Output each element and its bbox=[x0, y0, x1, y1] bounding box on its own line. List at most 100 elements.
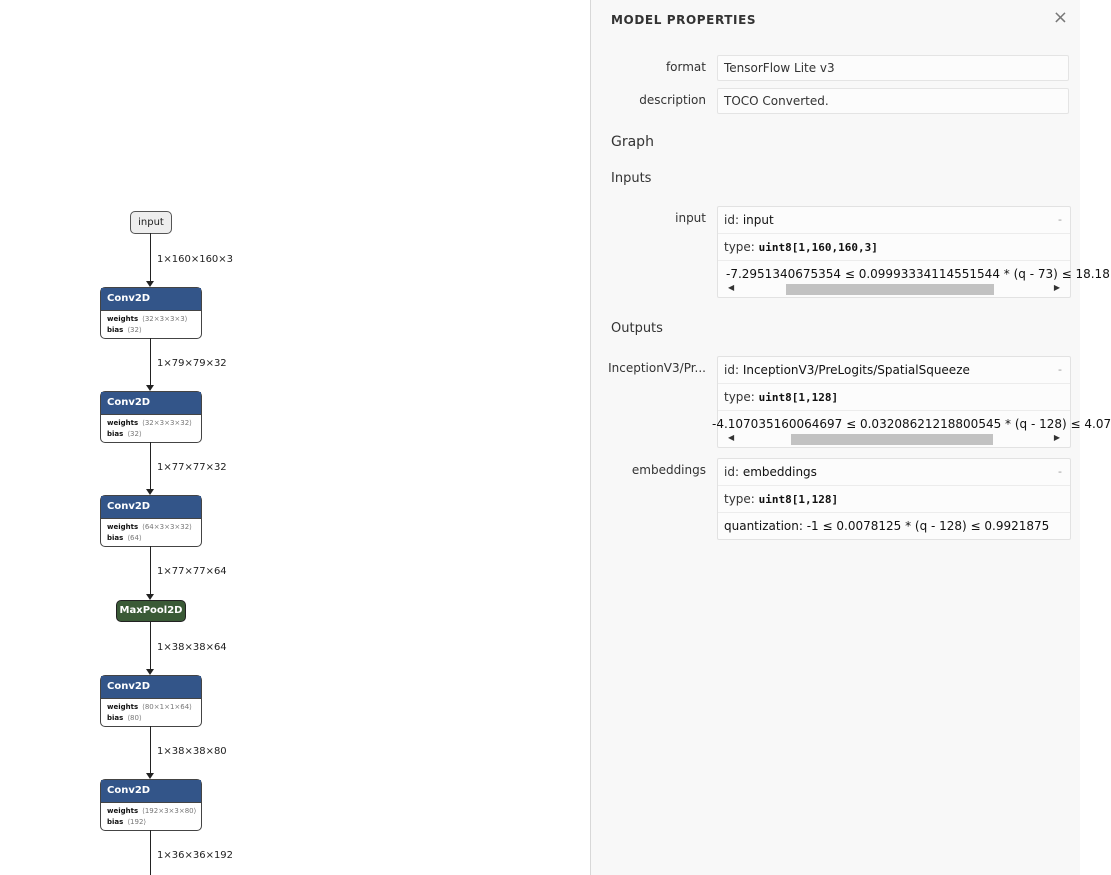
conv2d-node[interactable]: Conv2D weights⟨32×3×3×3⟩ bias⟨32⟩ bbox=[100, 287, 202, 339]
graph-edge bbox=[150, 622, 151, 669]
edge-label: 1×79×79×32 bbox=[157, 358, 227, 369]
conv2d-node[interactable]: Conv2D weights⟨64×3×3×32⟩ bias⟨64⟩ bbox=[100, 495, 202, 547]
attr-name: weights bbox=[107, 807, 139, 815]
attr-name: weights bbox=[107, 523, 139, 531]
type-key: type: bbox=[724, 240, 759, 254]
attr-shape: ⟨64⟩ bbox=[127, 534, 142, 542]
node-op-label: Conv2D bbox=[101, 392, 201, 415]
model-properties-sidebar: MODEL PROPERTIES × format TensorFlow Lit… bbox=[590, 0, 1111, 875]
type-value: uint8[1,128] bbox=[758, 493, 839, 506]
graph-edge bbox=[150, 233, 151, 281]
graph-edge bbox=[150, 338, 151, 385]
graph-canvas[interactable]: input 1×160×160×3 Conv2D weights⟨32×3×3×… bbox=[0, 0, 590, 875]
graph-edge bbox=[150, 442, 151, 489]
collapse-icon[interactable]: - bbox=[1058, 363, 1062, 376]
arrow-head-icon bbox=[146, 594, 154, 600]
attr-name: bias bbox=[107, 534, 124, 542]
type-key: type: bbox=[724, 390, 759, 404]
inputs-heading: Inputs bbox=[611, 171, 652, 186]
id-value: InceptionV3/PreLogits/SpatialSqueeze bbox=[742, 363, 970, 377]
attr-name: bias bbox=[107, 818, 124, 826]
quantization-value: -4.107035160064697 ≤ 0.03208621218800545… bbox=[712, 417, 1111, 431]
edge-label: 1×38×38×64 bbox=[157, 642, 227, 653]
attr-name: bias bbox=[107, 714, 124, 722]
output-card: id: InceptionV3/PreLogits/SpatialSqueeze… bbox=[712, 356, 1111, 448]
graph-edge bbox=[150, 830, 151, 875]
attr-name: bias bbox=[107, 430, 124, 438]
collapse-icon[interactable]: - bbox=[1058, 465, 1062, 478]
format-label: format bbox=[665, 60, 706, 74]
collapse-icon[interactable]: - bbox=[1058, 213, 1062, 226]
output-quantization-row: quantization: -1 ≤ 0.0078125 * (q - 128)… bbox=[718, 513, 1070, 539]
quantization-value: -7.2951340675354 ≤ 0.09993334114551544 *… bbox=[726, 267, 1110, 281]
graph-input-node[interactable]: input bbox=[130, 211, 172, 234]
output-type-row: type: uint8[1,128] bbox=[718, 486, 1070, 513]
maxpool2d-node[interactable]: MaxPool2D bbox=[116, 600, 186, 622]
input-type-row: type: uint8[1,160,160,3] bbox=[718, 234, 1070, 261]
output-card: id: embeddings - type: uint8[1,128] quan… bbox=[717, 458, 1071, 540]
horizontal-scrollbar[interactable]: ◀ ▶ bbox=[718, 431, 1070, 447]
output-type-row: type: uint8[1,128] bbox=[718, 384, 1070, 411]
attr-name: weights bbox=[107, 315, 139, 323]
node-op-label: Conv2D bbox=[101, 676, 201, 699]
attr-name: weights bbox=[107, 703, 139, 711]
arrow-head-icon bbox=[146, 489, 154, 495]
arrow-head-icon bbox=[146, 385, 154, 391]
horizontal-scrollbar[interactable]: ◀ ▶ bbox=[718, 281, 1070, 297]
scroll-left-icon[interactable]: ◀ bbox=[728, 283, 735, 292]
quantization-value: quantization: -1 ≤ 0.0078125 * (q - 128)… bbox=[724, 519, 1050, 533]
output-quantization-row: -4.107035160064697 ≤ 0.03208621218800545… bbox=[712, 411, 1111, 431]
scrollbar-thumb[interactable] bbox=[791, 434, 993, 445]
graph-heading: Graph bbox=[611, 134, 654, 150]
id-key: id: bbox=[724, 363, 743, 377]
input-id-row: id: input - bbox=[718, 207, 1070, 234]
attr-shape: ⟨32⟩ bbox=[127, 430, 142, 438]
scrollbar-thumb[interactable] bbox=[786, 284, 994, 295]
node-op-label: Conv2D bbox=[101, 288, 201, 311]
attr-shape: ⟨192×3×3×80⟩ bbox=[142, 807, 197, 815]
outputs-heading: Outputs bbox=[611, 321, 663, 336]
id-value: input bbox=[742, 213, 774, 227]
type-key: type: bbox=[724, 492, 759, 506]
scroll-right-icon[interactable]: ▶ bbox=[1053, 433, 1060, 442]
output-label: embeddings bbox=[631, 463, 706, 477]
edge-label: 1×38×38×80 bbox=[157, 746, 227, 757]
id-value: embeddings bbox=[742, 465, 817, 479]
input-label: input bbox=[675, 211, 706, 225]
id-key: id: bbox=[724, 213, 743, 227]
conv2d-node[interactable]: Conv2D weights⟨32×3×3×32⟩ bias⟨32⟩ bbox=[100, 391, 202, 443]
attr-name: weights bbox=[107, 419, 139, 427]
attr-shape: ⟨32×3×3×3⟩ bbox=[142, 315, 188, 323]
input-quantization-row: -7.2951340675354 ≤ 0.09993334114551544 *… bbox=[718, 261, 1110, 281]
id-key: id: bbox=[724, 465, 743, 479]
output-label: InceptionV3/Pr... bbox=[608, 361, 706, 375]
attr-shape: ⟨32⟩ bbox=[127, 326, 142, 334]
output-id-row: id: InceptionV3/PreLogits/SpatialSqueeze… bbox=[718, 357, 1070, 384]
attr-shape: ⟨80×1×1×64⟩ bbox=[142, 703, 192, 711]
scroll-left-icon[interactable]: ◀ bbox=[728, 433, 735, 442]
output-id-row: id: embeddings - bbox=[718, 459, 1070, 486]
scroll-right-icon[interactable]: ▶ bbox=[1053, 283, 1060, 292]
node-op-label: Conv2D bbox=[101, 496, 201, 519]
type-value: uint8[1,128] bbox=[758, 391, 839, 404]
format-value: TensorFlow Lite v3 bbox=[717, 55, 1069, 81]
attr-name: bias bbox=[107, 326, 124, 334]
attr-shape: ⟨32×3×3×32⟩ bbox=[142, 419, 192, 427]
attr-shape: ⟨80⟩ bbox=[127, 714, 142, 722]
graph-edge bbox=[150, 726, 151, 773]
edge-label: 1×77×77×32 bbox=[157, 462, 227, 473]
arrow-head-icon bbox=[146, 281, 154, 287]
arrow-head-icon bbox=[146, 773, 154, 779]
input-card: id: input - type: uint8[1,160,160,3] -7.… bbox=[717, 206, 1110, 298]
attr-shape: ⟨192⟩ bbox=[127, 818, 147, 826]
edge-label: 1×36×36×192 bbox=[157, 850, 234, 861]
edge-label: 1×77×77×64 bbox=[157, 566, 227, 577]
description-value: TOCO Converted. bbox=[717, 88, 1069, 114]
attr-shape: ⟨64×3×3×32⟩ bbox=[142, 523, 192, 531]
close-icon[interactable]: × bbox=[1052, 7, 1068, 28]
graph-edge bbox=[150, 546, 151, 594]
node-op-label: Conv2D bbox=[101, 780, 201, 803]
conv2d-node[interactable]: Conv2D weights⟨192×3×3×80⟩ bias⟨192⟩ bbox=[100, 779, 202, 831]
conv2d-node[interactable]: Conv2D weights⟨80×1×1×64⟩ bias⟨80⟩ bbox=[100, 675, 202, 727]
arrow-head-icon bbox=[146, 669, 154, 675]
